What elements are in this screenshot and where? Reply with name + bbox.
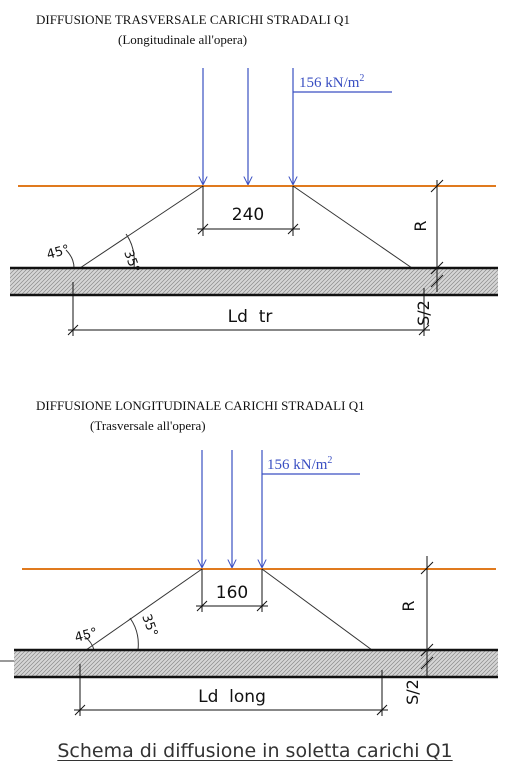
slab [14,650,498,677]
diagram-title: DIFFUSIONE TRASVERSALE CARICHI STRADALI … [36,12,350,27]
figure-caption: Schema di diffusione in soletta carichi … [57,740,453,762]
dim-r-label: R [399,600,418,611]
diffusion-line-right [292,185,413,269]
diagram-longitudinal: DIFFUSIONE LONGITUDINALE CARICHI STRADAL… [0,398,498,716]
angle-35-label: 35° [138,612,160,639]
diffusion-line-left [85,568,203,651]
load-value-label: 156 kN/m2 [267,455,332,473]
load-width-label: 160 [216,583,248,603]
load-value-label: 156 kN/m2 [299,73,364,91]
width-dimension [197,186,300,236]
load-arrows [203,68,392,184]
angle-45-label: 45° [45,242,71,262]
load-width-label: 240 [232,205,264,225]
angle-arc-45 [83,635,95,651]
diagram-subtitle: (Longitudinale all'opera) [118,32,247,47]
diffusion-line-right [261,568,373,651]
height-dimension [430,179,444,292]
dim-r-label: R [411,220,430,231]
dim-s-label: S/2 [403,679,422,705]
angle-45-label: 45° [73,625,99,645]
width-dimension [196,569,268,612]
angle-arc-35 [129,617,139,651]
slab [10,268,498,295]
ld-dimension [67,282,430,336]
diffusion-line-left [79,185,204,269]
load-arrows [202,450,360,567]
diagram-subtitle: (Trasversale all'opera) [90,418,206,433]
ld-label: Ld long [198,687,266,707]
angle-35-label: 35° [120,248,142,275]
height-dimension [420,556,434,676]
ld-dimension [74,664,388,716]
angle-arc-45 [65,249,75,269]
ld-label: Ld tr [228,307,273,327]
angle-arc-35 [125,233,135,269]
diagram-transversal: DIFFUSIONE TRASVERSALE CARICHI STRADALI … [10,12,498,336]
diagram-title: DIFFUSIONE LONGITUDINALE CARICHI STRADAL… [36,398,365,413]
